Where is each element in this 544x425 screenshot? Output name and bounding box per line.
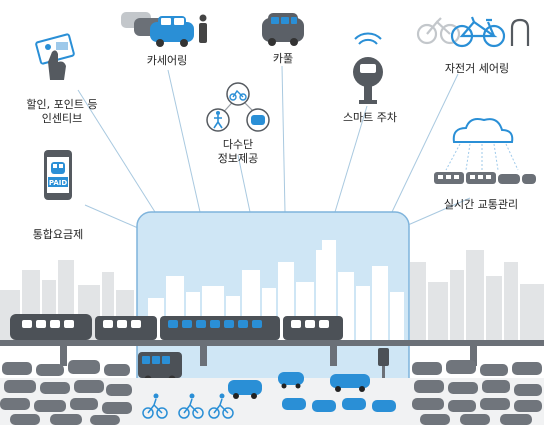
discount-incentive-label: 할인, 포인트 등 인센티브	[4, 98, 120, 126]
car-sharing-icon	[121, 12, 207, 47]
carpool-icon	[262, 13, 304, 46]
integrated-fare-label: 통합요금제	[32, 228, 84, 241]
multimodal-info-label: 다수단 정보제공	[205, 138, 271, 166]
carsharing-label: 카세어링	[146, 54, 188, 67]
discount-incentive-line2: 인센티브	[41, 112, 83, 125]
cyclists	[142, 398, 234, 419]
traffic-jam-left	[0, 360, 132, 425]
carpool-label: 카풀	[272, 52, 294, 65]
smart-cars	[228, 372, 396, 412]
discount-incentive-line1: 할인, 포인트 등	[26, 98, 98, 111]
bicycle-icon	[416, 16, 530, 48]
traffic-jam-right	[412, 360, 542, 425]
multimodal-icon	[206, 82, 270, 132]
phone-paid-icon: PAID	[44, 150, 72, 200]
bike-sharing-label: 자전거 세어링	[444, 62, 510, 75]
parking-meter-icon	[353, 32, 383, 104]
multimodal-info-line1: 다수단	[222, 138, 254, 151]
connector-lines	[77, 65, 471, 229]
bus	[138, 352, 182, 383]
tap-discount-icon	[35, 33, 75, 80]
cloud-traffic-icon	[434, 118, 536, 184]
traffic-light-icon	[378, 348, 389, 378]
train	[10, 314, 343, 340]
smart-parking-label: 스마트 주차	[342, 111, 398, 124]
paid-badge: PAID	[49, 179, 68, 187]
elevated-rail	[0, 340, 544, 366]
multimodal-info-line2: 정보제공	[217, 152, 259, 165]
realtime-traffic-label: 실시간 교통관리	[443, 198, 519, 211]
